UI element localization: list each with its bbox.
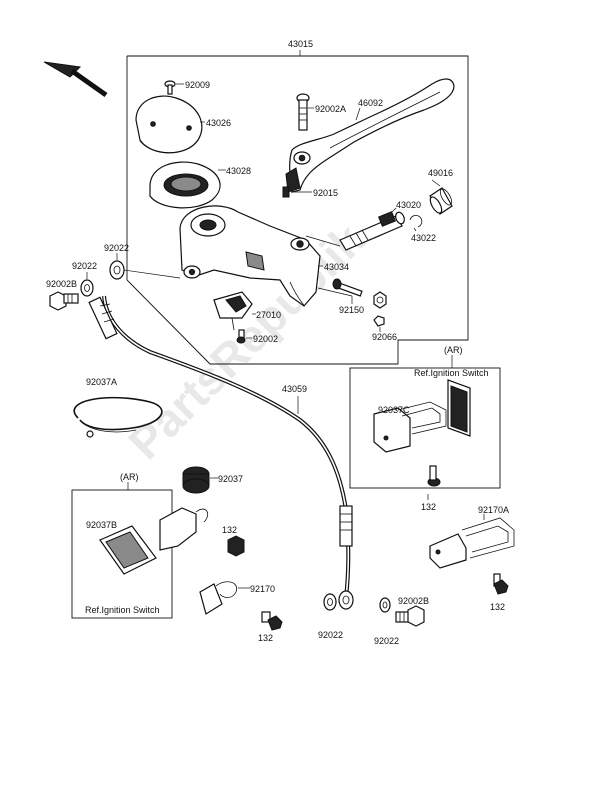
banjo-bolt-92002b: 92002B [46,279,79,311]
label-ar-top: (AR) [444,345,463,355]
label-92022-b: 92022 [72,261,97,271]
label-92066: 92066 [372,332,397,342]
label-92170: 92170 [250,584,275,594]
label-43026: 43026 [206,118,231,128]
piston-kit-43020: 43020 [339,200,421,251]
label-132-left: 132 [222,525,237,535]
brake-hose-43059: 43059 [88,295,354,610]
label-92022-c: 92022 [318,630,343,640]
assembly-frame-43015: 43015 [126,39,469,365]
ar-box-top-right: (AR) Ref.Ignition Switch 92037C 132 [349,345,501,512]
label-92037a: 92037A [86,377,117,387]
label-49016: 49016 [428,168,453,178]
label-ar-left: (AR) [120,472,139,482]
washer-92022-lower: 92022 [72,261,97,297]
label-43015: 43015 [288,39,313,49]
label-92037: 92037 [218,474,243,484]
brake-lever-46092: 46092 [285,78,455,193]
label-27010: 27010 [256,310,281,320]
clamp-92170: 92170 132 [199,581,283,643]
direction-arrow [43,61,108,98]
ar-box-left: (AR) Ref.Ignition Switch 92037B 132 [71,472,245,619]
bracket-92037: 92037 [182,466,243,494]
label-92022-a: 92022 [104,243,129,253]
washer-92022-upper: 92022 [104,243,129,280]
label-43022: 43022 [411,233,436,243]
label-ref-ignition-left: Ref.Ignition Switch [85,605,160,615]
bolt-92002: 92002 [236,329,278,344]
circlip-43022: 43022 [409,215,436,243]
label-43059: 43059 [282,384,307,394]
reservoir-cap-43026: 43026 [135,95,231,154]
nut-92066: 92066 [372,291,397,342]
label-92002b-bottom: 92002B [398,596,429,606]
label-92002: 92002 [253,334,278,344]
label-92037b: 92037B [86,520,117,530]
label-132-bottom: 132 [258,633,273,643]
label-43034: 43034 [324,262,349,272]
master-cylinder-body-43034: 43034 [179,205,349,307]
bolt-92002a: 92002A [296,93,346,131]
hose-clamp-92037a: 92037A [73,377,163,438]
switch-27010: 27010 [213,291,281,331]
label-92150: 92150 [339,305,364,315]
label-43020: 43020 [396,200,421,210]
label-92002a: 92002A [315,104,346,114]
banjo-bolt-92002b-bottom: 92022 92022 92002B [318,593,429,646]
label-92015: 92015 [313,188,338,198]
label-92170a: 92170A [478,505,509,515]
label-ref-ignition-top: Ref.Ignition Switch [414,368,489,378]
bolt-92009: 92009 [164,80,210,95]
label-132-right: 132 [490,602,505,612]
label-92009: 92009 [185,80,210,90]
label-92022-d: 92022 [374,636,399,646]
label-46092: 46092 [358,98,383,108]
assembly-leader-lines [123,235,353,297]
clamp-92170a: 92170A 132 [429,505,515,612]
label-43028: 43028 [226,166,251,176]
label-92002b: 92002B [46,279,77,289]
pin-92015: 92015 [282,186,338,198]
label-92037c: 92037C [378,405,410,415]
diaphragm-43028: 43028 [149,161,251,209]
label-132-top: 132 [421,502,436,512]
boot-49016: 49016 [428,168,453,215]
bolt-92150: 92150 [332,278,364,315]
